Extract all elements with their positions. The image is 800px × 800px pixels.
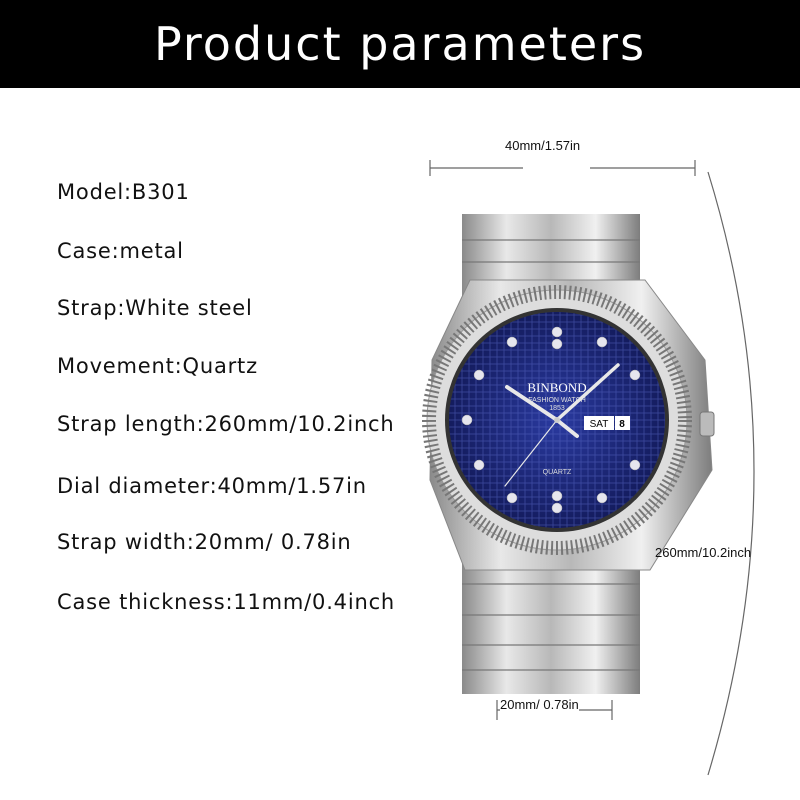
spec-case-thickness: Case thickness:11mm/0.4inch xyxy=(57,590,396,614)
spec-model: Model:B301 xyxy=(57,180,190,204)
hour-marker xyxy=(551,490,563,502)
hour-marker xyxy=(551,338,563,350)
diameter-label: 40mm/1.57in xyxy=(505,138,581,153)
spec-strap: Strap:White steel xyxy=(57,296,253,320)
spec-movement: Movement:Quartz xyxy=(57,354,258,378)
page-title: Product parameters xyxy=(0,0,800,88)
svg-text:FASHION WATCH: FASHION WATCH xyxy=(528,397,586,404)
date-window: 8 xyxy=(619,419,625,430)
hour-marker xyxy=(473,459,485,471)
hour-marker xyxy=(461,414,473,426)
spec-strap-length: Strap length:260mm/10.2inch xyxy=(57,412,395,436)
length-label: 260mm/10.2inch xyxy=(655,545,752,560)
svg-text:QUARTZ: QUARTZ xyxy=(543,469,572,476)
width-label: 20mm/ 0.78in xyxy=(500,697,579,712)
hour-marker xyxy=(506,336,518,348)
hour-marker xyxy=(596,336,608,348)
hour-marker xyxy=(596,492,608,504)
spec-case: Case:metal xyxy=(57,239,184,263)
day-window: SAT xyxy=(590,419,609,430)
hour-marker xyxy=(629,369,641,381)
spec-dial-diameter: Dial diameter:40mm/1.57in xyxy=(57,474,367,498)
hour-marker xyxy=(551,326,563,338)
svg-text:1853: 1853 xyxy=(549,405,565,412)
hour-marker xyxy=(551,502,563,514)
hour-marker xyxy=(506,492,518,504)
spec-strap-width: Strap width:20mm/ 0.78in xyxy=(57,530,352,554)
crown xyxy=(699,411,715,437)
hands xyxy=(504,363,620,487)
hour-marker xyxy=(629,459,641,471)
brand-text: BINBOND xyxy=(527,380,586,395)
hour-marker xyxy=(473,369,485,381)
